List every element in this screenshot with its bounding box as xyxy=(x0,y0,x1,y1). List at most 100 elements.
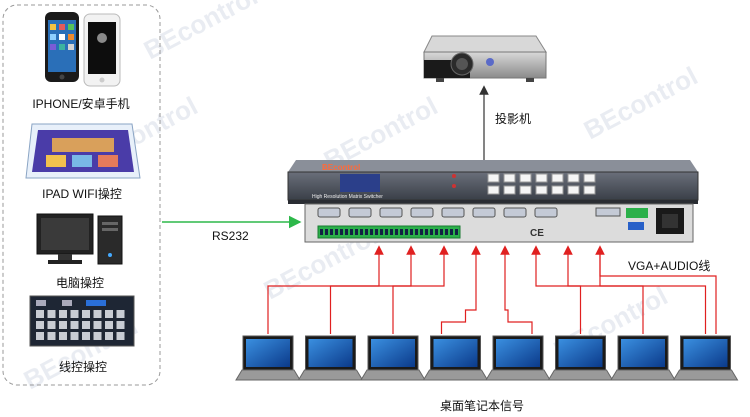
vga-audio-line xyxy=(599,250,717,334)
terminal-pin xyxy=(390,229,393,235)
keypad-button xyxy=(105,332,113,340)
vga-port xyxy=(317,207,341,218)
keypad-button xyxy=(59,310,67,318)
terminal-pin xyxy=(435,229,438,235)
terminal-pin xyxy=(355,229,358,235)
laptop-base xyxy=(672,369,739,381)
device-label-desktop: 电脑操控 xyxy=(56,275,104,290)
keypad-button xyxy=(105,310,113,318)
signal-line xyxy=(267,245,384,334)
keypad-button xyxy=(59,332,67,340)
projector-label: 投影机 xyxy=(495,111,531,126)
vga-audio-label: VGA+AUDIO线 xyxy=(628,259,710,273)
laptop-base xyxy=(547,369,614,381)
front-panel-button xyxy=(567,173,580,183)
tablet-icon xyxy=(25,123,141,179)
keypad-button xyxy=(93,321,102,329)
laptop-icon xyxy=(672,335,739,381)
keypad-button xyxy=(70,310,79,318)
terminal-pin xyxy=(340,229,343,235)
terminal-pin xyxy=(400,229,403,235)
front-panel-button xyxy=(519,185,532,195)
front-panel-button xyxy=(487,173,500,183)
terminal-pin xyxy=(345,229,348,235)
signal-line xyxy=(531,245,582,334)
keypad-button xyxy=(116,310,125,318)
keypad-button xyxy=(116,332,125,340)
vga-port xyxy=(348,207,372,218)
terminal-pin xyxy=(445,229,448,235)
terminal-pin xyxy=(450,229,453,235)
laptop-icon xyxy=(547,335,614,381)
front-panel-button xyxy=(519,173,532,183)
sources-label: 桌面笔记本信号 xyxy=(440,398,524,413)
signal-line xyxy=(500,245,533,334)
laptop-base xyxy=(422,369,489,381)
laptop-base xyxy=(235,369,301,381)
laptop-base xyxy=(485,369,551,381)
matrix-model-label: High Resolution Matrix Switcher xyxy=(312,194,383,200)
matrix-switcher-icon: BEcontrol High Resolution Matrix Switche… xyxy=(287,160,699,204)
keypad-button xyxy=(47,332,56,340)
keypad-button xyxy=(70,321,79,329)
vga-port xyxy=(379,207,403,218)
keypad-button xyxy=(93,310,102,318)
laptop-screen xyxy=(371,339,415,367)
terminal-pin xyxy=(380,229,383,235)
matrix-brand-label: BEcontrol xyxy=(322,163,360,172)
terminal-pin xyxy=(405,229,408,235)
laptop-base xyxy=(297,369,364,381)
terminal-pin xyxy=(365,229,368,235)
terminal-pin xyxy=(330,229,333,235)
terminal-pin xyxy=(425,229,428,235)
keypad-button xyxy=(82,332,90,340)
signal-line xyxy=(392,245,449,334)
terminal-pin xyxy=(335,229,338,235)
front-panel-button xyxy=(535,173,548,183)
signal-lines xyxy=(267,245,717,334)
laptop-screen xyxy=(246,339,290,367)
vga-port xyxy=(410,207,434,218)
laptop-base xyxy=(360,369,426,381)
terminal-pin xyxy=(320,229,323,235)
terminal-pin xyxy=(385,229,388,235)
keypad-button xyxy=(116,321,125,329)
terminal-pin xyxy=(350,229,353,235)
keypad-button xyxy=(36,310,44,318)
terminal-pin xyxy=(430,229,433,235)
keypad-button xyxy=(47,321,56,329)
front-panel-button xyxy=(535,185,548,195)
signal-line xyxy=(440,245,481,334)
keypad-button xyxy=(59,321,67,329)
terminal-pin xyxy=(420,229,423,235)
keypad-button xyxy=(36,321,44,329)
front-panel-button xyxy=(551,173,564,183)
front-panel-button xyxy=(551,185,564,195)
desktop-computer-icon xyxy=(36,213,123,265)
vga-port xyxy=(472,207,496,218)
control-devices-panel xyxy=(2,4,161,386)
laptop-icon xyxy=(360,335,426,381)
keypad-button xyxy=(93,332,102,340)
terminal-pin xyxy=(395,229,398,235)
laptop-icon xyxy=(235,335,301,381)
terminal-pin xyxy=(415,229,418,235)
signal-line xyxy=(329,245,416,334)
terminal-pin xyxy=(440,229,443,235)
wired-control-panel-icon xyxy=(29,295,135,347)
laptop-icon xyxy=(610,335,676,381)
keypad-button xyxy=(82,310,90,318)
laptop-screen xyxy=(433,339,478,367)
keypad-button xyxy=(47,310,56,318)
front-panel-button xyxy=(503,173,516,183)
front-panel-button xyxy=(503,185,516,195)
laptop-base xyxy=(610,369,676,381)
svg-text:CE: CE xyxy=(530,228,544,239)
front-panel-button xyxy=(583,173,596,183)
device-label-tablet: IPAD WIFI操控 xyxy=(42,186,122,201)
terminal-pin xyxy=(410,229,413,235)
vga-port xyxy=(534,207,558,218)
laptop-screen xyxy=(496,339,540,367)
front-panel-button xyxy=(567,185,580,195)
